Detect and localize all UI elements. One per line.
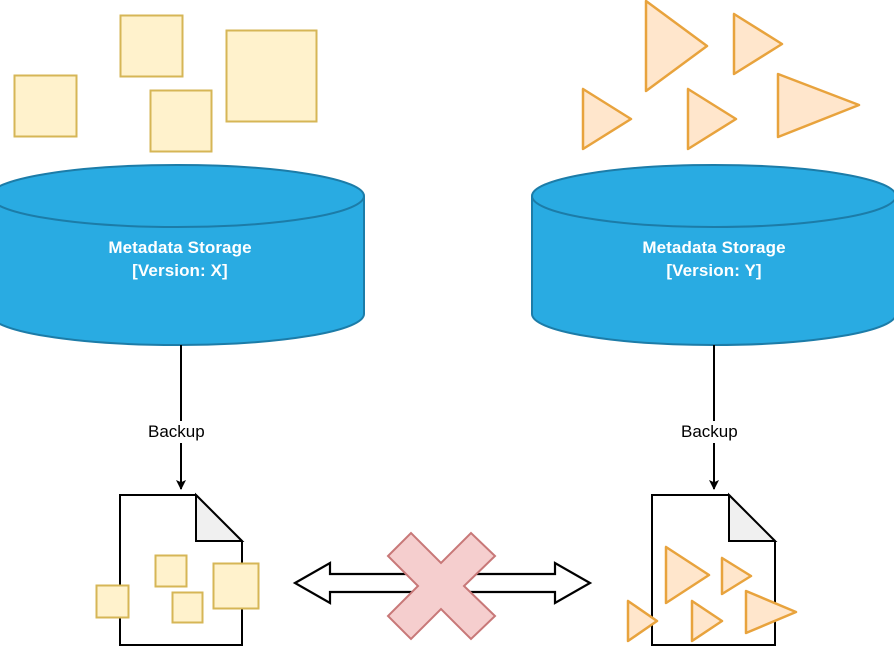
- right-floating-triangles-group: [581, 0, 861, 151]
- left-backup-document: [95, 492, 260, 646]
- left-metadata-storage-cylinder: [0, 164, 365, 346]
- document-square: [154, 554, 188, 588]
- right-backup-edge-label: Backup: [678, 421, 741, 443]
- floating-square: [149, 89, 213, 153]
- left-backup-edge-label: Backup: [145, 421, 208, 443]
- right-backup-document: [626, 492, 798, 646]
- left-document-squares-group: [95, 554, 260, 624]
- floating-triangle: [776, 72, 861, 139]
- cross-icon: [386, 531, 497, 641]
- document-square: [95, 584, 130, 619]
- floating-triangle: [644, 0, 709, 93]
- right-document-triangles-group: [626, 545, 798, 643]
- document-square: [212, 562, 260, 610]
- floating-triangle: [732, 12, 784, 76]
- document-triangle: [664, 545, 711, 605]
- document-triangle: [720, 556, 753, 596]
- document-triangle: [690, 599, 724, 643]
- right-metadata-storage-cylinder: [531, 164, 894, 346]
- floating-triangle: [581, 87, 633, 151]
- floating-triangle: [686, 87, 738, 151]
- document-triangle: [744, 589, 798, 635]
- floating-square: [225, 29, 318, 123]
- document-square: [171, 591, 204, 624]
- document-triangle: [626, 599, 659, 643]
- left-floating-squares-group: [13, 14, 318, 153]
- floating-square: [13, 74, 78, 138]
- floating-square: [119, 14, 184, 78]
